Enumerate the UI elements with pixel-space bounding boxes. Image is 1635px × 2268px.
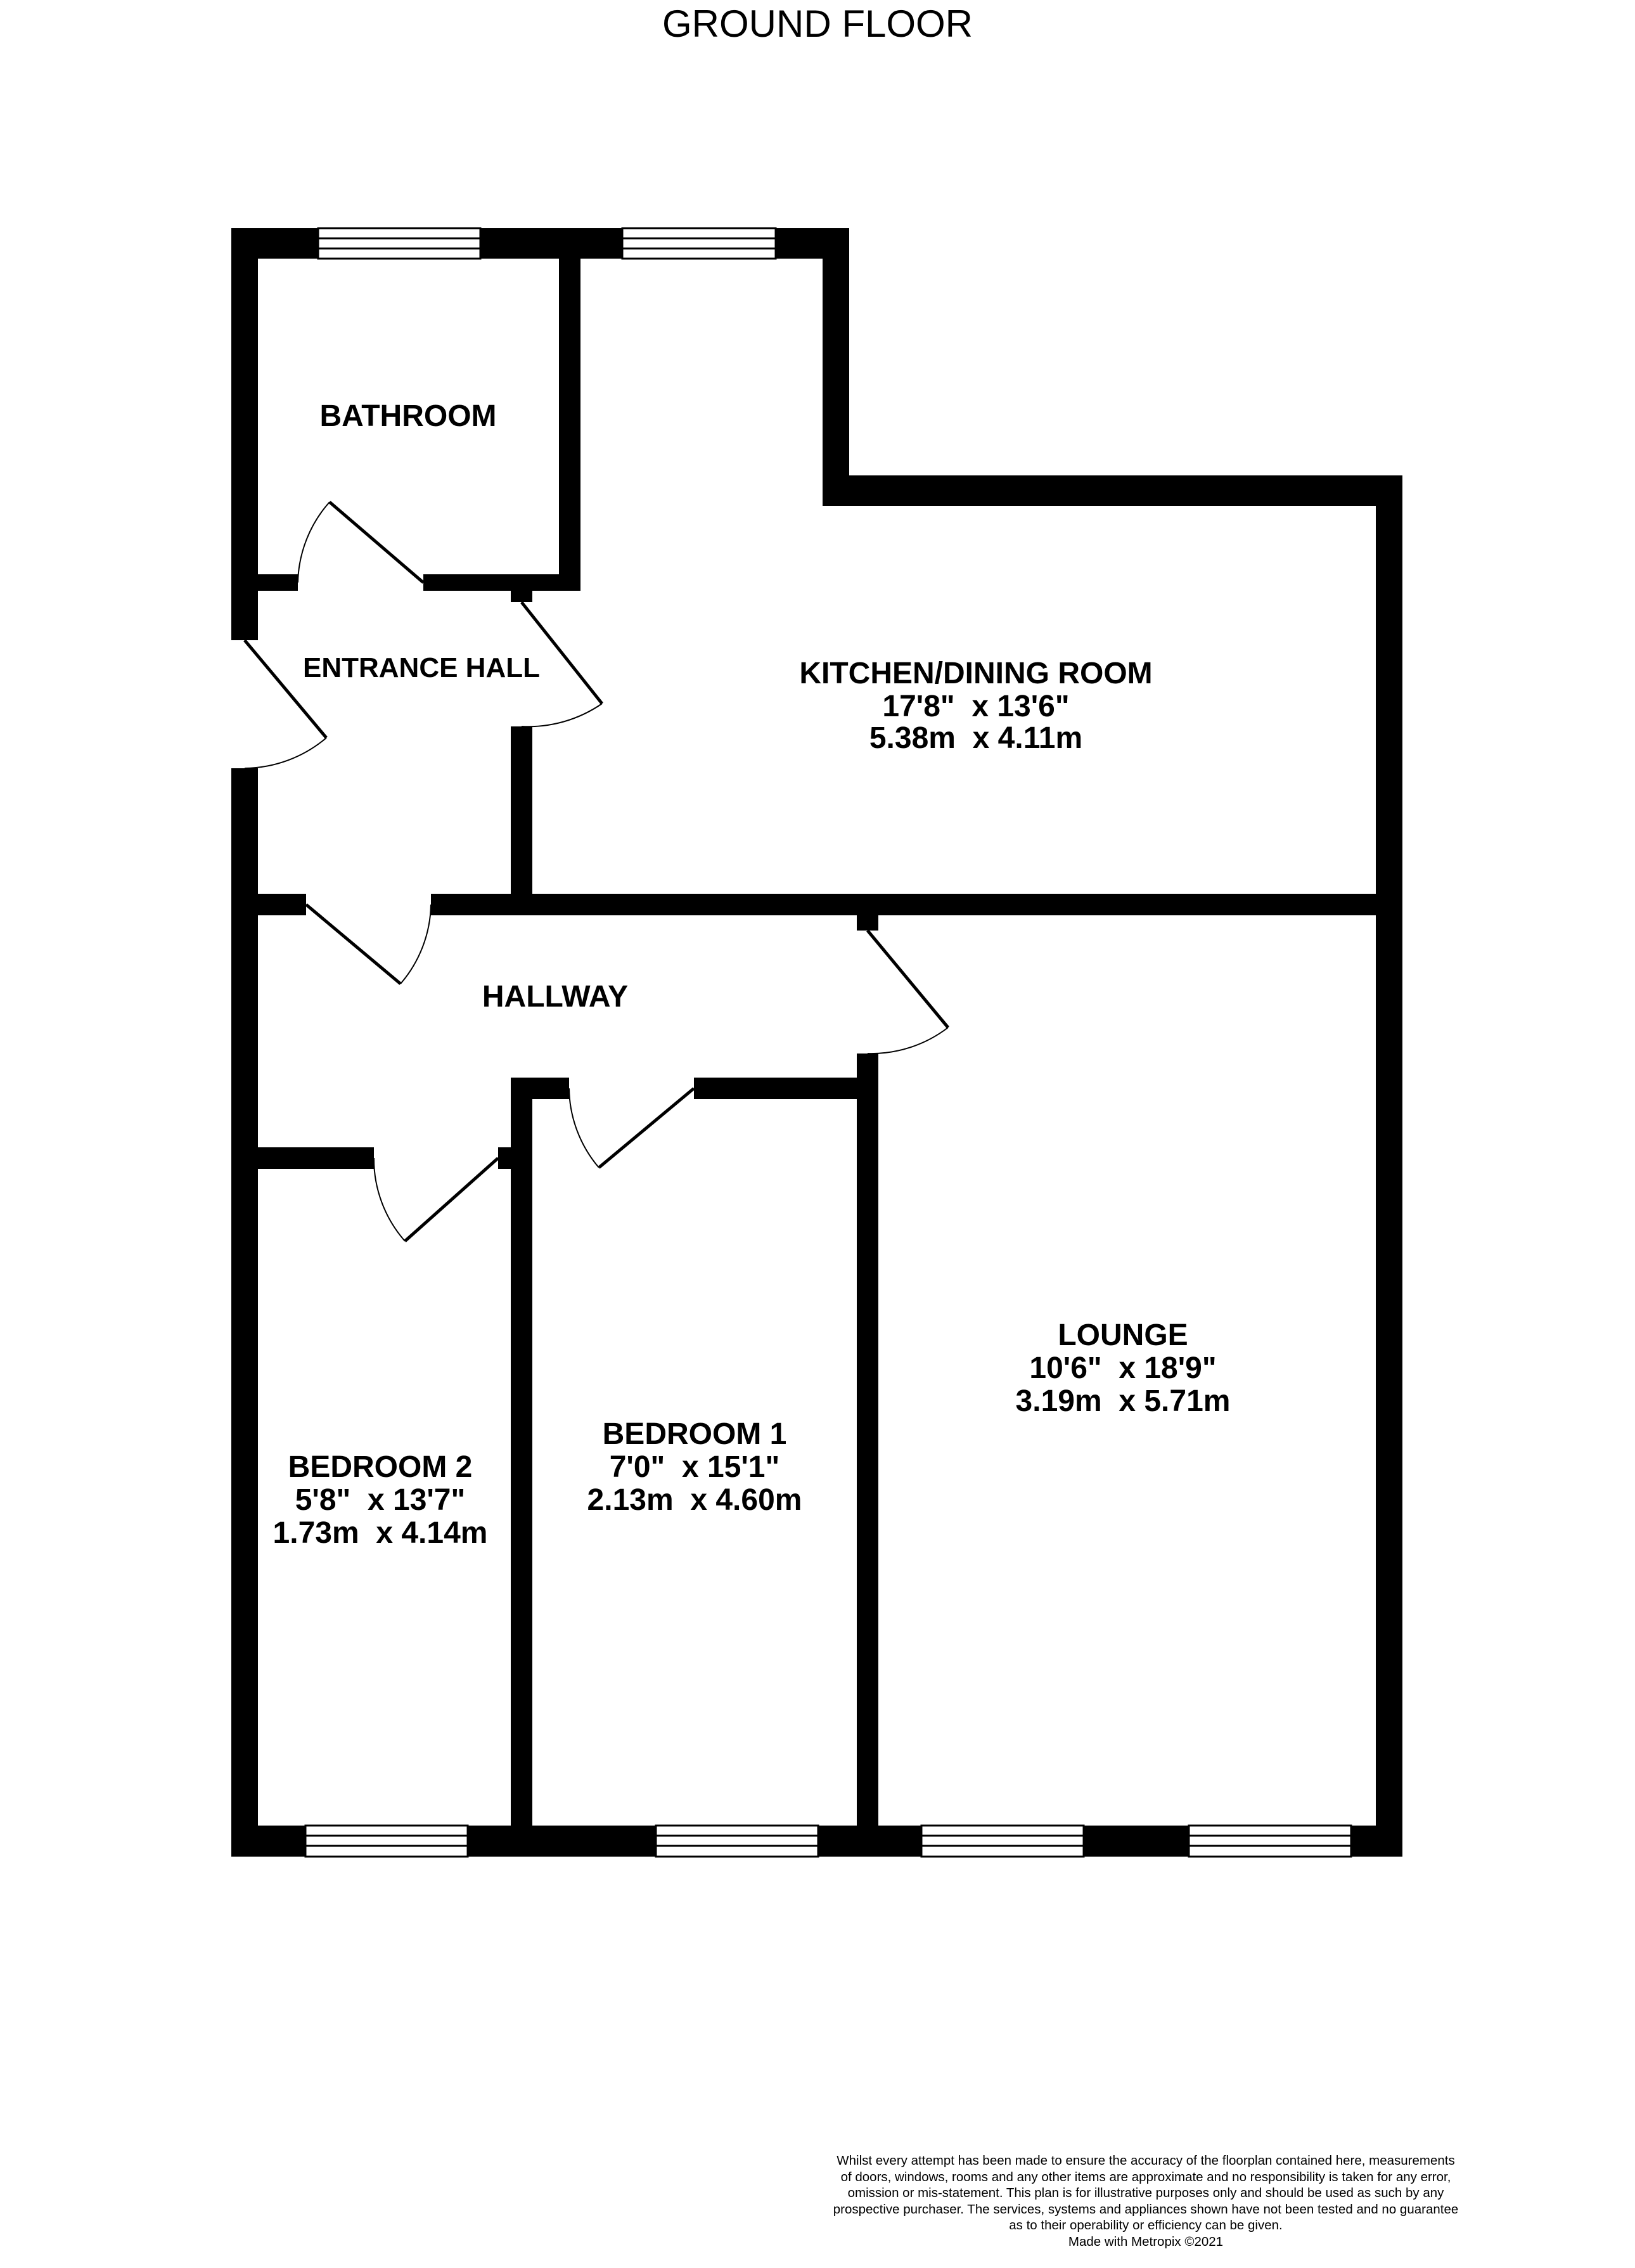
door-kitchen	[520, 601, 603, 728]
wall-lounge-left	[857, 1053, 878, 1857]
wall-hallway-top-left	[231, 894, 306, 915]
wall-bathroom-bottom-left	[231, 574, 298, 591]
made-with-credit: Made with Metropix ©2021	[1068, 2234, 1224, 2249]
bedroom1-name: BEDROOM 1	[603, 1417, 787, 1451]
hallway-name: HALLWAY	[482, 980, 628, 1014]
window-bedroom2	[304, 1824, 469, 1858]
door-bedroom1	[568, 1087, 695, 1169]
wall-stub-bedroom2	[498, 1147, 532, 1169]
window-kitchen	[621, 227, 777, 260]
wall-stub-lounge	[857, 894, 878, 931]
wall-left-upper	[231, 228, 258, 640]
bedroom2-metric: 1.73m x 4.14m	[273, 1516, 488, 1550]
window-lounge-left	[920, 1824, 1085, 1858]
disclaimer-line: prospective purchaser. The services, sys…	[833, 2201, 1459, 2217]
bathroom-name: BATHROOM	[319, 399, 496, 433]
room-labels: BATHROOM ENTRANCE HALL KITCHEN/DINING RO…	[273, 399, 1231, 1550]
wall-stub-kitchen	[511, 574, 532, 602]
wall-bedroom1-left	[511, 1078, 532, 1857]
windows	[304, 227, 1352, 1858]
wall-left-lower	[231, 768, 258, 1857]
door-lounge	[866, 929, 949, 1055]
bedroom1-imperial: 7'0" x 15'1"	[610, 1450, 780, 1484]
lounge-metric: 3.19m x 5.71m	[1016, 1384, 1231, 1418]
window-bedroom1	[655, 1824, 819, 1858]
disclaimer-line: omission or mis-statement. This plan is …	[847, 2186, 1444, 2200]
disclaimer-line: Whilst every attempt has been made to en…	[837, 2153, 1455, 2168]
window-lounge-right	[1188, 1824, 1352, 1858]
lounge-imperial: 10'6" x 18'9"	[1029, 1351, 1216, 1385]
wall-hallway-top-right	[431, 894, 1402, 915]
lounge-name: LOUNGE	[1058, 1318, 1188, 1352]
walls	[231, 228, 1402, 1857]
wall-entrance-right	[511, 726, 532, 908]
kitchen-imperial: 17'8" x 13'6"	[882, 690, 1069, 723]
bedroom1-metric: 2.13m x 4.60m	[587, 1483, 802, 1517]
disclaimer: Whilst every attempt has been made to en…	[772, 2153, 1520, 2250]
door-bedroom2	[373, 1157, 499, 1242]
kitchen-name: KITCHEN/DINING ROOM	[799, 657, 1152, 690]
kitchen-metric: 5.38m x 4.11m	[869, 721, 1082, 755]
door-hallway	[305, 903, 432, 985]
bedroom2-name: BEDROOM 2	[288, 1450, 473, 1484]
wall-kitchen-step	[823, 228, 849, 494]
wall-kitchen-top-right	[823, 475, 1402, 506]
doors	[243, 501, 949, 1242]
floor-title: GROUND FLOOR	[662, 3, 973, 45]
door-bathroom	[297, 501, 425, 584]
wall-bedroom1-top-right	[694, 1078, 878, 1099]
wall-bathroom-right	[559, 228, 580, 591]
window-bathroom	[317, 227, 482, 260]
disclaimer-line: of doors, windows, rooms and any other i…	[840, 2169, 1451, 2184]
door-front-entrance	[243, 639, 328, 769]
wall-bathroom-bottom-right	[423, 574, 580, 591]
bedroom2-imperial: 5'8" x 13'7"	[295, 1483, 466, 1517]
wall-bedroom2-top	[231, 1147, 374, 1169]
disclaimer-line: as to their operability or efficiency ca…	[1009, 2218, 1283, 2233]
entrance-hall-name: ENTRANCE HALL	[303, 652, 540, 683]
wall-right	[1376, 475, 1402, 1857]
